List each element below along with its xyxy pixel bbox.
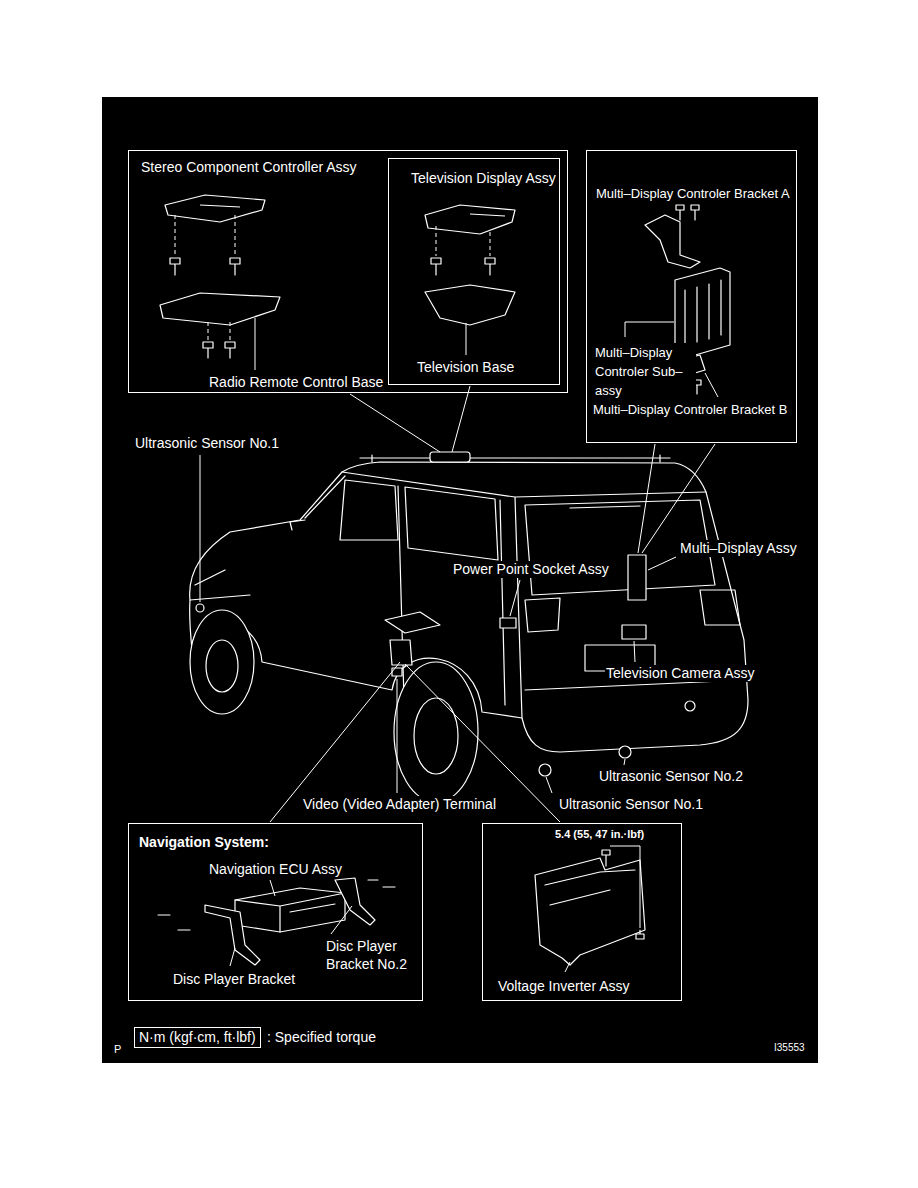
leader-line [705, 373, 718, 397]
leader-line [546, 777, 552, 793]
part-label: Television Display Assy [410, 170, 557, 187]
bracket-a [645, 215, 700, 268]
van-illustration [190, 452, 748, 802]
leader-line [200, 455, 201, 602]
screw [158, 880, 395, 930]
leader-line [565, 962, 570, 972]
nav-unit [385, 612, 440, 665]
voltage-inverter [535, 858, 645, 965]
camera [622, 625, 646, 639]
television-inset [425, 205, 515, 355]
part-label: Radio Remote Control Base [208, 374, 384, 391]
part-label: Voltage Inverter Assy [497, 978, 631, 995]
sensor [619, 746, 631, 758]
part-label: Stereo Component Controller Assy [140, 159, 358, 176]
bolt [602, 850, 644, 939]
screw [203, 342, 235, 358]
part-label: Power Point Socket Assy [452, 561, 610, 578]
black-panel [102, 97, 818, 1063]
part-label: Television Base [416, 359, 515, 376]
leader-line [625, 322, 674, 337]
radio-base [160, 293, 280, 325]
part-label: Multi–Display Controler Bracket A [595, 186, 791, 202]
sensor [685, 701, 695, 711]
part-label: Disc Player Bracket [172, 971, 296, 988]
part-label: Navigation ECU Assy [208, 861, 343, 878]
part-label: Television Camera Assy [605, 665, 756, 682]
bolt [676, 205, 699, 220]
component-panel: Multi–Display Controler Bracket A Multi–D… [586, 150, 797, 443]
sensor [196, 604, 204, 612]
leader-line [350, 386, 470, 452]
component-panel: Navigation System: Navigation ECU AssyDis… [128, 823, 423, 1001]
leader-line [466, 323, 467, 355]
power-socket [500, 618, 516, 628]
part-label: Ultrasonic Sensor No.1 [134, 435, 280, 452]
leader-line [634, 641, 635, 662]
figure-number: I35553 [773, 1042, 806, 1054]
part-label: Multi–Display Assy [679, 540, 798, 557]
leader-line [510, 580, 520, 616]
dashed-line [175, 215, 235, 255]
tv-base [425, 285, 515, 325]
video-terminal [392, 668, 402, 676]
part-label: Video (Video Adapter) Terminal [302, 796, 497, 813]
component-panel: 5.4 (55, 47 in.·lbf) Voltage Inverter Ass… [482, 823, 682, 1001]
leader-line [610, 846, 640, 928]
torque-value: 5.4 (55, 47 in.·lbf) [554, 828, 645, 841]
leader-line [638, 444, 715, 553]
part-label: Multi–Display Controler Sub–assy [594, 343, 696, 400]
leader-line [397, 679, 398, 793]
legend-sample: N·m (kgf·cm, ft·lbf) [138, 1029, 257, 1046]
van-windows [340, 480, 715, 595]
multi-display [628, 555, 646, 600]
leader-line [270, 662, 560, 822]
controller-slots [685, 280, 721, 345]
dashed-line [436, 226, 490, 256]
part-label: Ultrasonic Sensor No.1 [558, 796, 704, 813]
roof-rails [360, 455, 670, 462]
part-label: Disc Player Bracket No.2 [325, 937, 419, 973]
inverter-edges [545, 870, 635, 905]
nav-ecu [235, 888, 345, 932]
leader-line [255, 318, 256, 370]
screw [170, 258, 240, 275]
tv-display [425, 205, 515, 234]
nav-ecu-edges [235, 893, 345, 932]
front-wheel [190, 610, 254, 714]
rear-hub [414, 698, 458, 774]
screw [431, 258, 495, 275]
component-panel: Television Display AssyTelevision Base [388, 158, 560, 385]
rear-wheel [394, 662, 478, 802]
leader-line [648, 557, 676, 570]
part-label: Ultrasonic Sensor No.2 [598, 768, 744, 785]
disc-bracket-2 [335, 878, 375, 925]
component-panel: Stereo Component Controller AssyRadio Re… [128, 150, 568, 393]
inverter-inset [535, 846, 645, 972]
front-hub [206, 640, 238, 692]
part-label: Multi–Display Controler Bracket B [592, 402, 788, 418]
dashed-line [208, 322, 230, 340]
controller-tray [165, 195, 265, 222]
leader-line [624, 759, 625, 765]
section-heading: Navigation System: [138, 834, 270, 851]
page-mark: P [113, 1043, 122, 1056]
stereo-controller-inset [160, 195, 280, 370]
legend-text: : Specified torque [266, 1029, 377, 1046]
legend-box: N·m (kgf·cm, ft·lbf) [134, 1027, 261, 1048]
sensor [539, 764, 551, 776]
roof-display [430, 452, 470, 462]
